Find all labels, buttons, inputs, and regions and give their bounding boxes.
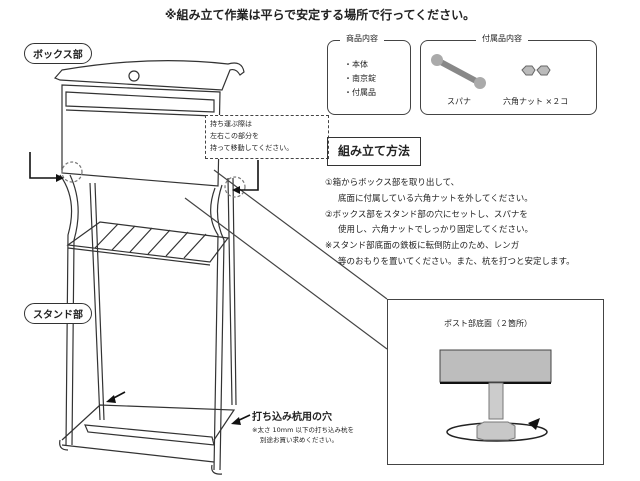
pile-note-line: ※太さ 10mm 以下の打ち込み杭を: [252, 426, 355, 434]
stand-part-label: スタンド部: [24, 303, 92, 324]
product-item: ・南京錠: [344, 74, 376, 83]
carry-note-line: 左右この部分を: [210, 132, 259, 140]
step-line: 使用し、六角ナットでしっかり固定してください。: [338, 225, 533, 236]
carry-note-line: 持って移動してください。: [210, 144, 294, 152]
assembly-heading: 組み立て方法: [327, 137, 421, 166]
step-line: ①箱からボックス部を取り出して、: [325, 178, 460, 188]
box-part-label: ボックス部: [24, 43, 92, 64]
arrowhead-right: [232, 186, 240, 194]
bolt-detail: [439, 349, 552, 442]
product-items-list: ・本体 ・南京錠 ・付属品: [344, 58, 376, 100]
arrowhead-hole-2: [231, 417, 241, 425]
detail-title: ポスト部底面（２箇所）: [444, 319, 532, 328]
stand-right-rear-leg: [227, 177, 237, 406]
step-line: ※スタンド部底面の鉄板に転倒防止のため、レンガ: [325, 241, 520, 252]
accessory-nut-label: 六角ナット ×２コ: [503, 97, 569, 106]
safety-title: ※組み立て作業は平らで安定する場所で行ってください。: [164, 8, 476, 22]
grip-point-left: [61, 161, 83, 183]
step-line: 等のおもりを置いてください。また、杭を打つと安定します。: [338, 256, 575, 267]
box-panel-line: [65, 109, 215, 117]
pile-note-line: 別途お買い求めください。: [260, 436, 338, 444]
box-body: [61, 84, 221, 187]
product-contents-box: 商品内容 ・本体 ・南京錠 ・付属品: [327, 33, 411, 115]
hex-nut-icon: [521, 65, 551, 76]
wrench-icon: [431, 54, 486, 89]
arrowhead-hole-1: [106, 395, 116, 403]
assembly-steps: ①箱からボックス部を取り出して、 底面に付属している六角ナットを外してください。…: [325, 176, 575, 271]
carry-note-line: 持ち運ぶ際は: [210, 120, 252, 128]
box-mail-slot: [65, 91, 215, 113]
detail-callout-lines: [184, 169, 388, 350]
stand-base: [59, 404, 236, 475]
stand-right-leg: [210, 184, 225, 471]
grip-point-right: [224, 176, 246, 198]
shelf-slats: [94, 223, 207, 259]
stand-left-leg: [59, 174, 79, 446]
pile-hole-label: 打ち込み杭用の穴: [252, 412, 332, 423]
arrowhead-left: [56, 174, 64, 182]
key-lock: [128, 70, 140, 82]
bolt: [488, 382, 504, 420]
arrow-right: [236, 160, 259, 191]
product-contents-heading: 商品内容: [340, 33, 384, 44]
stand-left-rear-leg: [89, 182, 105, 421]
shelf: [66, 221, 230, 266]
step-line: 底面に付属している六角ナットを外してください。: [338, 193, 533, 204]
product-item: ・本体: [344, 60, 368, 69]
accessories-box: 付属品内容 スパナ 六角ナット ×２コ: [420, 33, 597, 115]
product-item: ・付属品: [344, 88, 376, 97]
accessories-heading: 付属品内容: [476, 33, 528, 44]
hex-nut: [476, 421, 516, 441]
detail-panel: ポスト部底面（２箇所）: [387, 299, 604, 465]
post-bottom-plate: [439, 349, 552, 383]
carry-note: 持ち運ぶ際は 左右この部分を 持って移動してください。: [205, 115, 329, 159]
rotate-arrowhead: [528, 418, 540, 430]
pile-hole-note: ※太さ 10mm 以下の打ち込み杭を 別途お買い求めください。: [252, 425, 354, 445]
accessory-wrench-label: スパナ: [447, 97, 471, 106]
step-line: ②ボックス部をスタンド部の穴にセットし、スパナを: [325, 209, 528, 220]
arrow-left: [29, 152, 62, 179]
box-roof: [53, 60, 245, 91]
